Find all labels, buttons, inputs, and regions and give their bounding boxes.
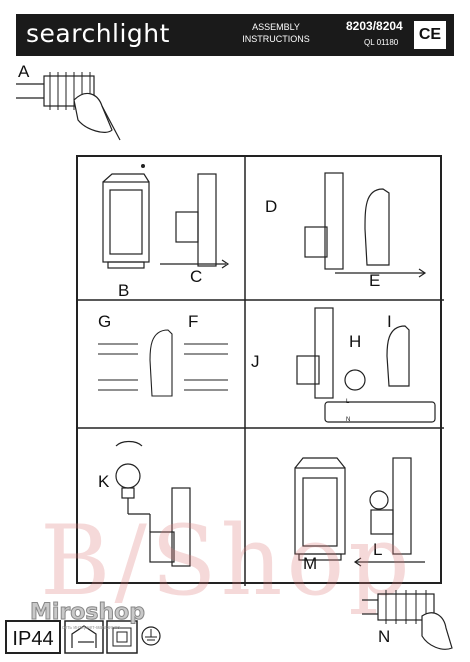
brand-logo: searchlight [26,19,170,48]
assembly-line1: ASSEMBLY [252,22,300,32]
lantern-wall-bracket-illustration [102,164,230,269]
earth-icon [141,626,161,646]
ip44-rating: IP44 [5,620,61,654]
step-cell-gf: G F [78,300,245,428]
bulb-install-illustration [115,440,191,567]
step-cell-de: D E [245,157,444,300]
label-f: F [188,312,199,331]
final-assembly-illustration [294,457,425,567]
label-b: B [118,281,130,300]
label-c: C [190,267,203,286]
terminal-n: N [346,417,351,423]
label-k: K [98,472,110,491]
label-i: I [387,312,392,331]
header-bar: searchlight ASSEMBLY INSTRUCTIONS 8203/8… [16,14,454,56]
grid-lines [78,157,444,586]
label-e: E [369,271,381,290]
mounting-surface-icon [64,620,104,654]
miroshop-watermark: Miroshop [29,600,146,626]
step-cell-bc: B C [78,157,245,300]
miroshop-subtitle: сеть интернет-магазинов [62,625,121,631]
step-cell-ml: M L [245,428,444,584]
bracket-cover-illustration [304,172,427,278]
assembly-line2: INSTRUCTIONS [242,34,310,44]
label-a: A [18,62,30,81]
wiring-illustration [296,307,436,423]
wire-strip-illustration [16,72,121,141]
step-cell-jhi: J H I L N [245,300,444,428]
ce-mark: CE [414,21,446,49]
label-h: H [349,332,362,351]
label-d: D [265,197,278,216]
ql-code: QL 01180 [364,38,399,47]
step-cell-k: K [78,428,245,584]
label-m: M [303,554,318,573]
double-insulation-icon [106,620,138,654]
label-j: J [251,352,260,371]
model-number: 8203/8204 [346,19,403,33]
label-n: N [378,627,391,646]
wire-connect-illustration [362,590,453,650]
bshop-watermark: B/Shop [40,505,414,617]
label-g: G [98,312,112,331]
label-l: L [373,540,383,559]
terminal-l: L [346,399,350,405]
assembly-title: ASSEMBLY INSTRUCTIONS [230,21,322,45]
instruction-grid: B C D E G F [76,155,444,586]
screws-cover-illustration [98,329,228,397]
